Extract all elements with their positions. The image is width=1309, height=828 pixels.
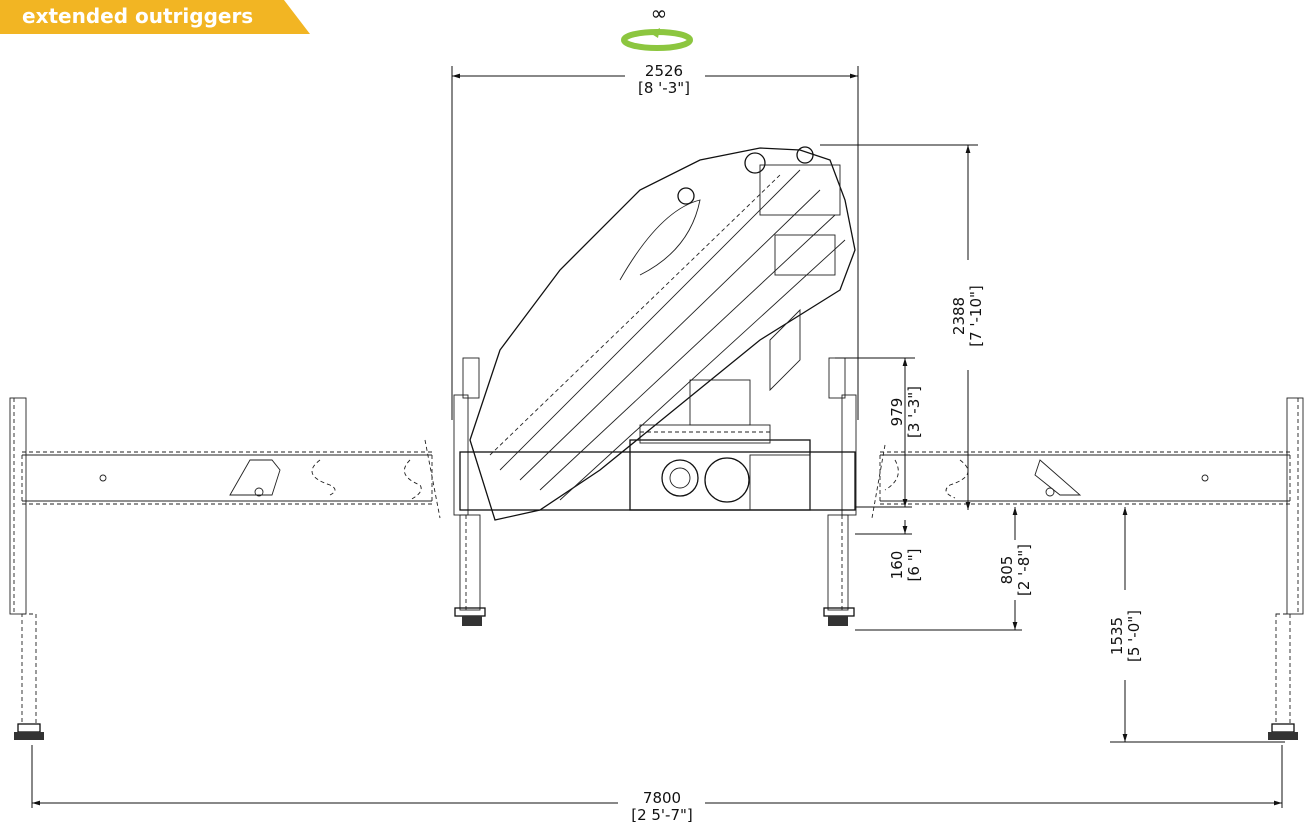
badge-shape	[0, 0, 310, 34]
dim-top-width-mm: 2526	[645, 62, 683, 80]
dim-foot-inner-imperial: [2 '-8"]	[1015, 544, 1033, 596]
dim-foot-outer-mm: 1535	[1108, 617, 1126, 655]
crane-boom	[469, 146, 856, 521]
dim-foot-outer	[1110, 507, 1285, 743]
dim-total-width-mm: 7800	[643, 789, 681, 807]
break-marks	[424, 439, 886, 519]
left-outrigger-beam	[21, 451, 433, 505]
dim-foot-outer-imperial: [5 '-0"]	[1125, 610, 1143, 662]
dim-mast-height-imperial: [3 '-3"]	[905, 386, 923, 438]
dim-total-width-imperial: [2 5'-7"]	[631, 806, 693, 824]
title-badge: extended outriggers	[0, 0, 310, 34]
rotation-symbol: ∞	[651, 1, 668, 25]
dim-height-imperial: [7 '-10"]	[967, 285, 985, 347]
dim-height-mm: 2388	[950, 297, 968, 335]
dim-total-width	[31, 745, 1283, 808]
rotation-360-icon	[621, 28, 693, 51]
badge-label: extended outriggers	[22, 4, 254, 28]
crane-base	[459, 424, 856, 511]
dim-mast-height-mm: 979	[888, 398, 906, 427]
dim-base-offset-mm: 160	[888, 551, 906, 580]
dim-top-width-imperial: [8 '-3"]	[638, 79, 690, 97]
dim-foot-inner-mm: 805	[998, 556, 1016, 585]
dim-mast-height	[835, 357, 915, 507]
dim-height	[820, 144, 978, 510]
dim-foot-inner	[855, 507, 1022, 631]
right-outrigger-beam	[879, 451, 1291, 505]
dim-base-offset-imperial: [6 "]	[905, 549, 923, 582]
right-outer-leg	[1268, 397, 1304, 740]
dim-top-width	[451, 66, 859, 420]
right-inner-leg	[823, 357, 857, 626]
left-outer-leg	[9, 397, 44, 740]
dim-base-offset	[855, 506, 912, 535]
left-inner-leg	[453, 357, 486, 626]
